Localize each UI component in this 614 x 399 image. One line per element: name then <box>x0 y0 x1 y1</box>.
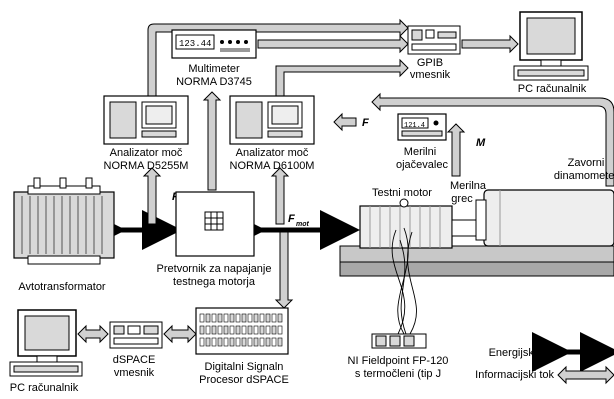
info-arrow-analyzer-left-gpib <box>147 18 409 97</box>
ni-label-1: NI Fieldpoint FP-120 <box>348 355 449 367</box>
info-arrow-converter-multimeter <box>202 91 222 191</box>
sensor-label-2: grec <box>451 193 473 205</box>
legend-info-label: Informacijski tok <box>475 369 554 381</box>
test-bench: Testni motor <box>339 187 614 277</box>
analyzer-left: Analizator moč NORMA D5255M <box>103 95 189 172</box>
pc-bottom-label: PC računalnik <box>10 382 79 394</box>
analyzer-mid-label-1: Analizator moč <box>236 147 309 159</box>
ni-fieldpoint: NI Fieldpoint FP-120 s termočleni (tip J <box>348 333 449 380</box>
dsp-label-1: Digitalni Signaln <box>205 361 284 373</box>
dspace-label-1: dSPACE <box>113 354 156 366</box>
torque-label: M <box>476 137 486 149</box>
autotransformer: Avtotransformator <box>13 177 115 293</box>
multimeter-label-2: NORMA D3745 <box>176 76 252 88</box>
test-motor-label: Testni motor <box>372 187 432 199</box>
dspace-label-2: vmesnik <box>114 367 155 379</box>
info-arrow-analyzer-mid-gpib <box>275 58 409 97</box>
info-arrow-analyzer-mid-probe <box>270 167 290 225</box>
pc-top: PC računalnik <box>513 11 589 95</box>
brake-label-2: dinamometer <box>554 170 614 182</box>
info-arrow-dsp-dspace <box>163 324 197 344</box>
amplifier-display: 121.4 <box>404 122 425 130</box>
analyzer-left-label-1: Analizator moč <box>110 147 183 159</box>
legend-energy-label: Energijski tok <box>489 347 555 359</box>
info-arrow-dspace-pc <box>77 324 109 344</box>
multimeter-device: 123.44 Multimeter NORMA D3745 <box>171 29 257 88</box>
brake-label-1: Zavorni <box>568 157 605 169</box>
thermocouple-wires <box>391 227 417 335</box>
dynamometer <box>475 189 614 247</box>
p-mot-label: F <box>288 213 295 225</box>
p-mot-sub: mot <box>296 221 310 228</box>
pc-bottom: PC računalnik <box>9 309 83 394</box>
analyzer-left-label-2: NORMA D5255M <box>104 160 189 172</box>
test-motor <box>359 198 453 249</box>
info-arrow-multimeter-gpib <box>257 34 409 54</box>
gpib-label-1: GPIB <box>417 57 443 69</box>
autotransformer-label: Avtotransformator <box>18 281 106 293</box>
analyzer-mid: Analizator moč NORMA D6100M <box>229 95 315 172</box>
dsp-label-2: Procesor dSPACE <box>199 374 289 386</box>
amplifier-device: 121.4 Merilni ojačevalec <box>396 113 448 171</box>
amplifier-label-2: ojačevalec <box>396 159 448 171</box>
pc-top-label: PC računalnik <box>518 83 587 95</box>
multimeter-label-1: Multimeter <box>188 63 240 75</box>
converter: Pretvornik za napajanje testnega motorja <box>157 191 272 288</box>
dspace-interface: dSPACE vmesnik <box>109 321 163 379</box>
legend: Energijski tok Informacijski tok <box>475 332 614 385</box>
analyzer-mid-label-2: NORMA D6100M <box>230 160 315 172</box>
info-arrow-torque <box>446 123 466 177</box>
info-arrow-gpib-pc <box>461 34 519 54</box>
info-arrow-force <box>333 112 357 132</box>
dsp-board: Digitalni Signaln Procesor dSPACE <box>195 307 289 386</box>
converter-label-1: Pretvornik za napajanje <box>157 263 272 275</box>
multimeter-display: 123.44 <box>179 39 211 49</box>
info-arrow-analyzer-left-probe <box>142 167 162 225</box>
info-arrow-sensors-bus <box>371 92 614 187</box>
converter-label-2: testnega motorja <box>173 276 256 288</box>
ni-label-2: s termočleni (tip J <box>355 368 441 380</box>
energy-flows <box>86 167 360 250</box>
sensor-label-1: Merilna <box>450 180 487 192</box>
info-flows <box>77 18 614 344</box>
amplifier-label-1: Merilni <box>404 146 436 158</box>
legend-info-arrow <box>557 365 614 385</box>
info-arrow-converter-dsp <box>274 231 294 309</box>
gpib-label-2: vmesnik <box>410 69 451 81</box>
gpib-card: GPIB vmesnik <box>407 25 461 81</box>
force-label: F <box>362 117 369 129</box>
